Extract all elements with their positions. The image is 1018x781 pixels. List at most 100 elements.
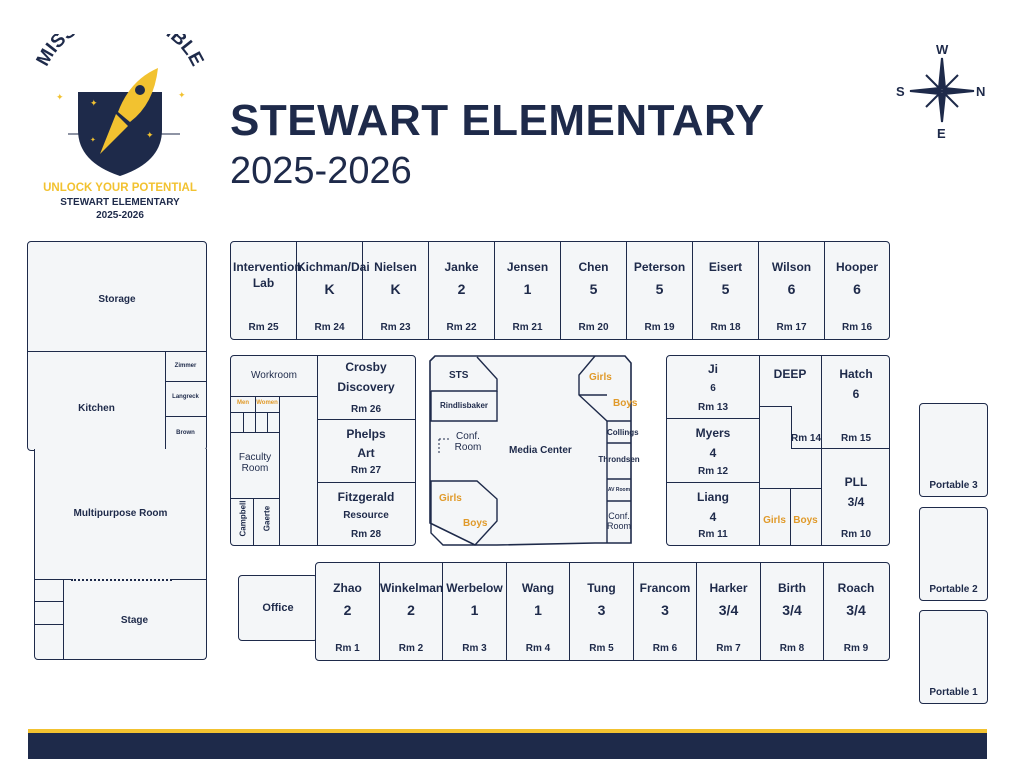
myers-name: Myers xyxy=(695,426,731,440)
grade-label: 2 xyxy=(343,602,352,618)
grade-label: 1 xyxy=(523,281,532,297)
compass-rose-icon: W N E S xyxy=(896,42,992,142)
zimmer-label: Zimmer xyxy=(174,363,197,369)
men-restroom-label: Men xyxy=(237,400,249,406)
grade-label: 3 xyxy=(597,602,606,618)
ji-name: Ji xyxy=(707,362,718,376)
pll-label: PLL xyxy=(844,475,868,489)
grade-label: 6 xyxy=(787,281,796,297)
portable-2-label: Portable 2 xyxy=(929,584,978,595)
svg-text:✦: ✦ xyxy=(178,90,186,100)
room-number: Rm 18 xyxy=(710,322,741,333)
portable-1: Portable 1 xyxy=(919,610,988,704)
hatch-name: Hatch xyxy=(839,367,873,381)
rm28-label: Rm 28 xyxy=(350,529,381,540)
room-number: Rm 7 xyxy=(716,643,741,654)
art-label: Art xyxy=(357,446,375,460)
media-center-block: STS Rindlisbaker Conf. Room Media Center… xyxy=(429,355,647,547)
hatch-grade: 6 xyxy=(852,387,860,401)
room-number: Rm 17 xyxy=(776,322,807,333)
rm12-label: Rm 12 xyxy=(697,466,728,477)
liang-grade: 4 xyxy=(709,510,717,524)
girls-restroom-right: Girls xyxy=(763,515,786,526)
boys-restroom-bottom: Boys xyxy=(463,518,488,529)
grade-label: 1 xyxy=(534,602,542,618)
room-number: Rm 23 xyxy=(380,322,411,333)
girls-restroom-top: Girls xyxy=(589,372,612,383)
collings-label: Collings xyxy=(607,428,639,437)
kitchen-label: Kitchen xyxy=(78,403,115,414)
compass-e: E xyxy=(937,126,946,141)
teacher-name: Wang xyxy=(521,581,555,595)
office-label: Office xyxy=(238,575,318,641)
gaerte-label: Gaerte xyxy=(262,505,272,532)
teacher-name: Kichman/Dai xyxy=(297,260,370,274)
rm10-label: Rm 10 xyxy=(840,529,871,540)
liang-name: Liang xyxy=(697,490,729,504)
teacher-name: Winkelman xyxy=(380,581,444,595)
room-number: Rm 5 xyxy=(589,643,614,654)
logo-school: STEWART ELEMENTARY xyxy=(60,197,180,208)
room-number: Rm 25 xyxy=(248,322,279,333)
grade-label: 5 xyxy=(721,281,730,297)
compass-n: N xyxy=(976,84,986,99)
discovery-label: Discovery xyxy=(337,380,395,394)
grade-label: 2 xyxy=(407,602,415,618)
teacher-name: Eisert xyxy=(708,260,743,274)
logo-arc-text: MISSION POSSIBLE xyxy=(33,6,208,70)
portable-2: Portable 2 xyxy=(919,507,988,601)
faculty-room-label: Faculty Room xyxy=(238,452,272,474)
boys-restroom-top: Boys xyxy=(613,398,638,409)
room-number: Rm 24 xyxy=(314,322,345,333)
room-number: Rm 6 xyxy=(652,643,678,654)
storage-kitchen-block: Storage Kitchen Zimmer Langreck Brown xyxy=(27,241,207,451)
rm15-label: Rm 15 xyxy=(840,433,871,444)
girls-restroom-bottom: Girls xyxy=(439,493,462,504)
room-number: Rm 20 xyxy=(578,322,609,333)
room-number: Rm 21 xyxy=(512,322,543,333)
teacher-name: Werbelow xyxy=(446,581,503,595)
langreck-label: Langreck xyxy=(172,394,199,400)
multipurpose-label: Multipurpose Room xyxy=(73,508,168,519)
page-subtitle: 2025-2026 xyxy=(230,150,412,192)
teacher-name: Chen xyxy=(578,260,609,274)
room-number: Rm 16 xyxy=(841,322,872,333)
grade-label: 6 xyxy=(853,281,861,297)
room-number: Rm 8 xyxy=(779,643,805,654)
teacher-name: Roach xyxy=(837,581,875,595)
pll-grade: 3/4 xyxy=(847,495,865,509)
footer-gold-stripe xyxy=(28,729,987,733)
deep-label: DEEP xyxy=(773,367,807,381)
myers-grade: 4 xyxy=(709,446,717,460)
logo-tagline: UNLOCK YOUR POTENTIAL xyxy=(43,182,197,194)
portable-1-label: Portable 1 xyxy=(929,687,978,698)
rm26-label: Rm 26 xyxy=(350,404,381,415)
crosby-name: Crosby xyxy=(345,360,387,374)
teacher-name: Zhao xyxy=(333,581,362,595)
teacher-name: Janke xyxy=(444,260,479,274)
workroom-block: Workroom Men Women Faculty Room Campbell… xyxy=(230,355,416,546)
room-number: Rm 19 xyxy=(644,322,675,333)
teacher-name: Hooper xyxy=(836,260,878,274)
sts-label: STS xyxy=(449,370,469,381)
campbell-label: Campbell xyxy=(238,500,248,537)
grade-label: 5 xyxy=(655,281,664,297)
svg-text:✦: ✦ xyxy=(56,92,64,102)
svg-text:✦: ✦ xyxy=(90,98,98,108)
rindlisbaker-label: Rindlisbaker xyxy=(439,401,488,410)
teacher-name: Birth xyxy=(778,581,806,595)
rm11-label: Rm 11 xyxy=(698,529,728,540)
